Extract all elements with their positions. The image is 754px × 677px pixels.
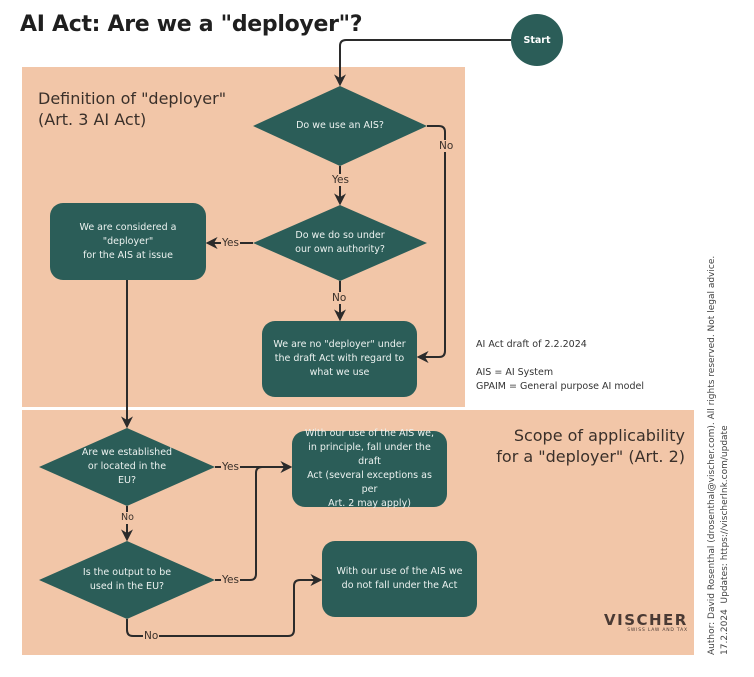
page-title: AI Act: Are we a "deployer"? bbox=[20, 12, 363, 37]
edge-label-no: No bbox=[143, 630, 160, 642]
logo-tagline: SWISS LAW AND TAX bbox=[627, 628, 688, 633]
notes-legend: AI Act draft of 2.2.2024 AIS = AI System… bbox=[476, 339, 644, 392]
result-not-fall-under-act-box: With our use of the AIS we do not fall u… bbox=[322, 541, 477, 617]
logo-name: VISCHER bbox=[604, 611, 688, 629]
vischer-logo: VISCHER SWISS LAW AND TAX bbox=[604, 612, 688, 633]
edge-label-no: No bbox=[331, 292, 348, 304]
q-established-eu-text: Are we established or located in the EU? bbox=[81, 447, 173, 486]
q-output-eu-text: Is the output to be used in the EU? bbox=[82, 567, 172, 592]
edge-q-output-no bbox=[126, 574, 323, 637]
edge-label-no: No bbox=[120, 512, 135, 524]
author-side-note: Author: David Rosenthal (drosenthal@visc… bbox=[707, 255, 730, 655]
edge-start-to-q-use-ais bbox=[334, 39, 511, 87]
result-fall-under-act-box: With our use of the AIS we, in principle… bbox=[292, 428, 447, 509]
edge-label-yes: Yes bbox=[221, 574, 240, 586]
q-use-ais-text: Do we use an AIS? bbox=[296, 120, 384, 131]
result-no-deployer-box: We are no "deployer" under the draft Act… bbox=[262, 321, 417, 397]
start-node: Start bbox=[511, 14, 563, 66]
definition-section-title: Definition of "deployer" (Art. 3 AI Act) bbox=[38, 89, 227, 129]
edge-label-yes: Yes bbox=[331, 174, 350, 186]
diamond-q-use-ais bbox=[253, 86, 427, 166]
diamond-q-own-authority bbox=[253, 205, 427, 281]
edge-label-yes: Yes bbox=[221, 237, 240, 249]
edge-q-use-ais-no bbox=[416, 125, 446, 363]
diamond-q-output-eu bbox=[39, 541, 215, 619]
scope-section-title: Scope of applicability for a "deployer" … bbox=[496, 426, 685, 466]
q-own-authority-text: Do we do so under our own authority? bbox=[295, 230, 385, 255]
result-deployer-box: We are considered a "deployer" for the A… bbox=[50, 203, 206, 280]
edge-label-yes: Yes bbox=[221, 461, 240, 473]
edge-label-no: No bbox=[438, 140, 455, 152]
edge-q-output-yes bbox=[215, 466, 263, 581]
diamond-q-established-eu bbox=[39, 428, 215, 506]
